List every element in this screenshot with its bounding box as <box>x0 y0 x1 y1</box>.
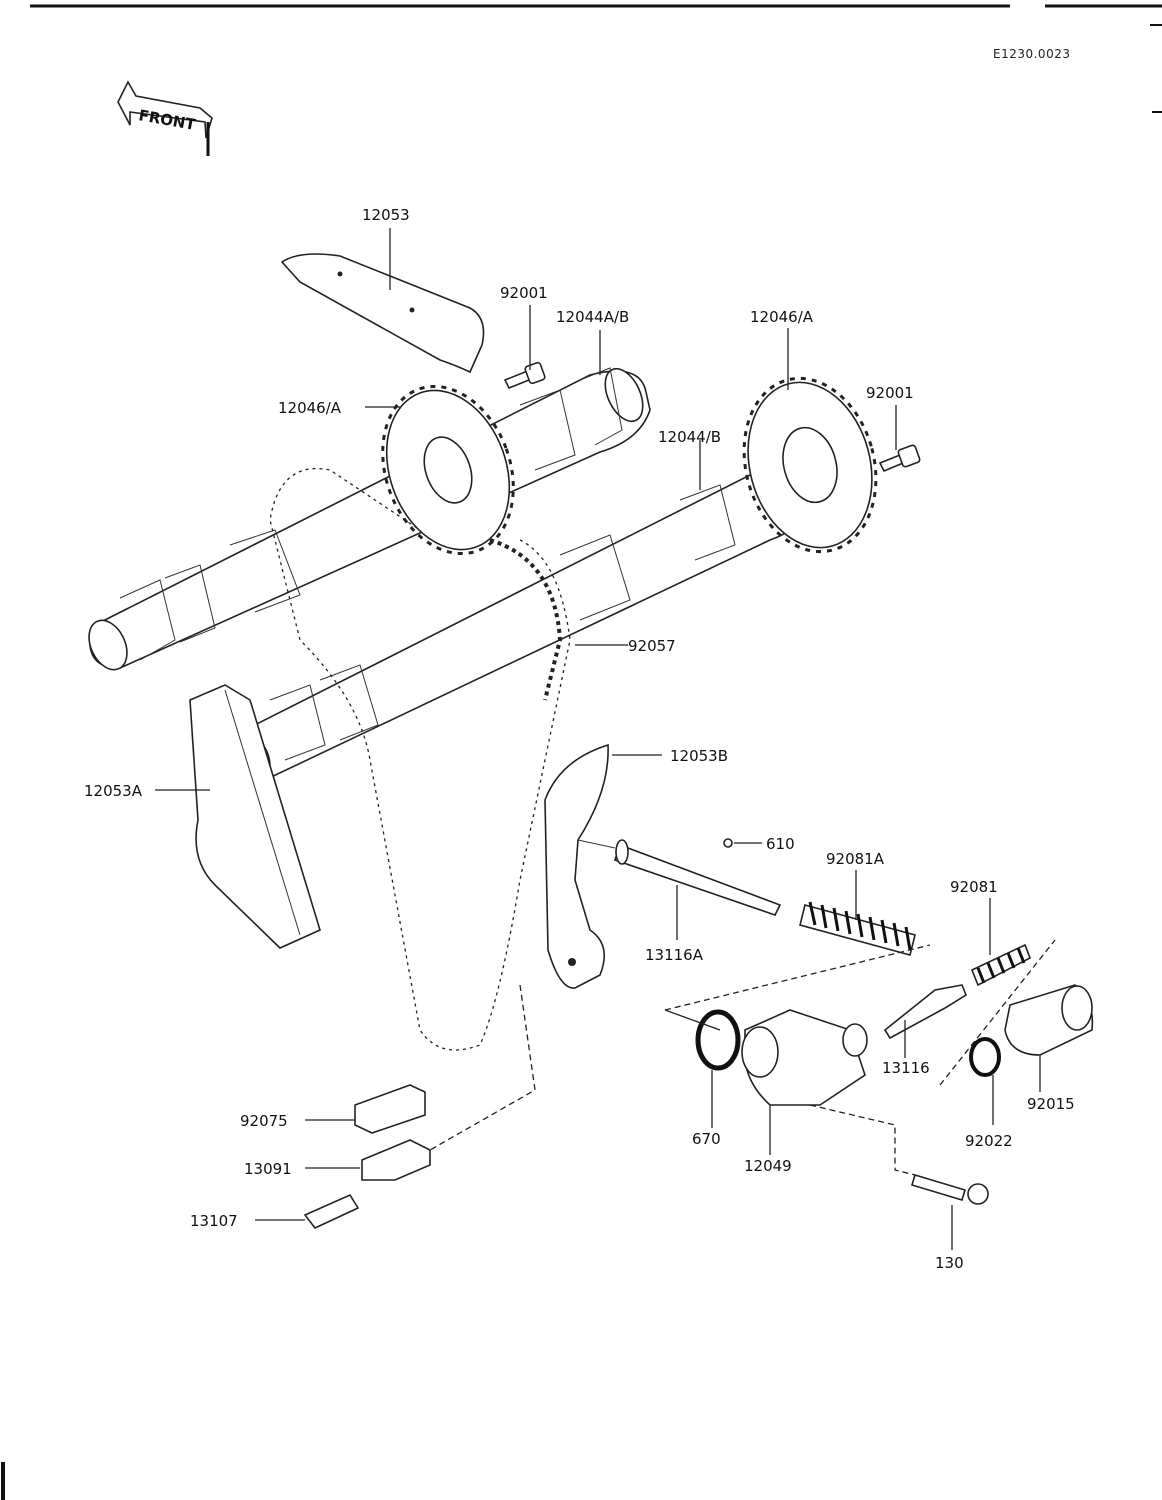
sprocket-right <box>742 376 878 554</box>
cam-chain <box>269 468 571 1051</box>
circlip-92022 <box>969 1037 1001 1077</box>
label-13091: 13091 <box>244 1160 292 1178</box>
pin-13107 <box>303 1193 360 1229</box>
label-92022: 92022 <box>965 1132 1013 1150</box>
tensioner-body <box>741 1009 868 1106</box>
label-92001-left: 92001 <box>500 284 548 302</box>
front-arrow-icon: FRONT <box>117 80 213 156</box>
bolt-130-icon <box>911 1174 989 1205</box>
plunger-13116 <box>883 984 967 1040</box>
label-92001-right: 92001 <box>866 384 914 402</box>
spring-92081 <box>970 943 1032 987</box>
label-92057: 92057 <box>628 637 676 655</box>
label-12044ab: 12044A/B <box>556 308 629 326</box>
label-670: 670 <box>692 1130 721 1148</box>
assembly-lines <box>429 939 1056 1176</box>
label-92075: 92075 <box>240 1112 288 1130</box>
upper-chain-guide <box>280 253 485 374</box>
label-610: 610 <box>766 835 795 853</box>
bolt-right-icon <box>878 444 921 473</box>
holder-13091 <box>361 1139 431 1181</box>
label-13116a: 13116A <box>645 946 704 964</box>
cam-chain-links <box>489 538 563 701</box>
label-92081a: 92081A <box>826 850 885 868</box>
camshaft-upper <box>88 367 651 671</box>
label-13107: 13107 <box>190 1212 238 1230</box>
bolt-left-icon <box>503 361 546 390</box>
label-12046a-right: 12046/A <box>750 308 814 326</box>
label-92081: 92081 <box>950 878 998 896</box>
spring-92081a <box>799 901 916 956</box>
pin-610 <box>723 838 733 848</box>
label-12053b: 12053B <box>670 747 728 765</box>
sprocket-left <box>381 384 515 556</box>
label-12053a: 12053A <box>84 782 143 800</box>
label-12049: 12049 <box>744 1157 792 1175</box>
label-12046a-left: 12046/A <box>278 399 342 417</box>
tensioner-blade <box>544 743 609 989</box>
cap-92015 <box>1004 984 1094 1056</box>
leader-lines <box>155 228 1041 1250</box>
left-chain-guide <box>189 684 321 949</box>
top-border <box>1 4 1162 1500</box>
label-12053: 12053 <box>362 206 410 224</box>
push-rod <box>577 839 782 916</box>
label-13116: 13116 <box>882 1059 930 1077</box>
o-ring-670 <box>695 1009 741 1071</box>
label-12044b: 12044/B <box>658 428 721 446</box>
label-92015: 92015 <box>1027 1095 1075 1113</box>
figure-reference: E1230.0023 <box>993 47 1070 61</box>
shoe-92075 <box>354 1084 426 1134</box>
label-130: 130 <box>935 1254 964 1272</box>
camshaft-lower <box>229 464 809 785</box>
